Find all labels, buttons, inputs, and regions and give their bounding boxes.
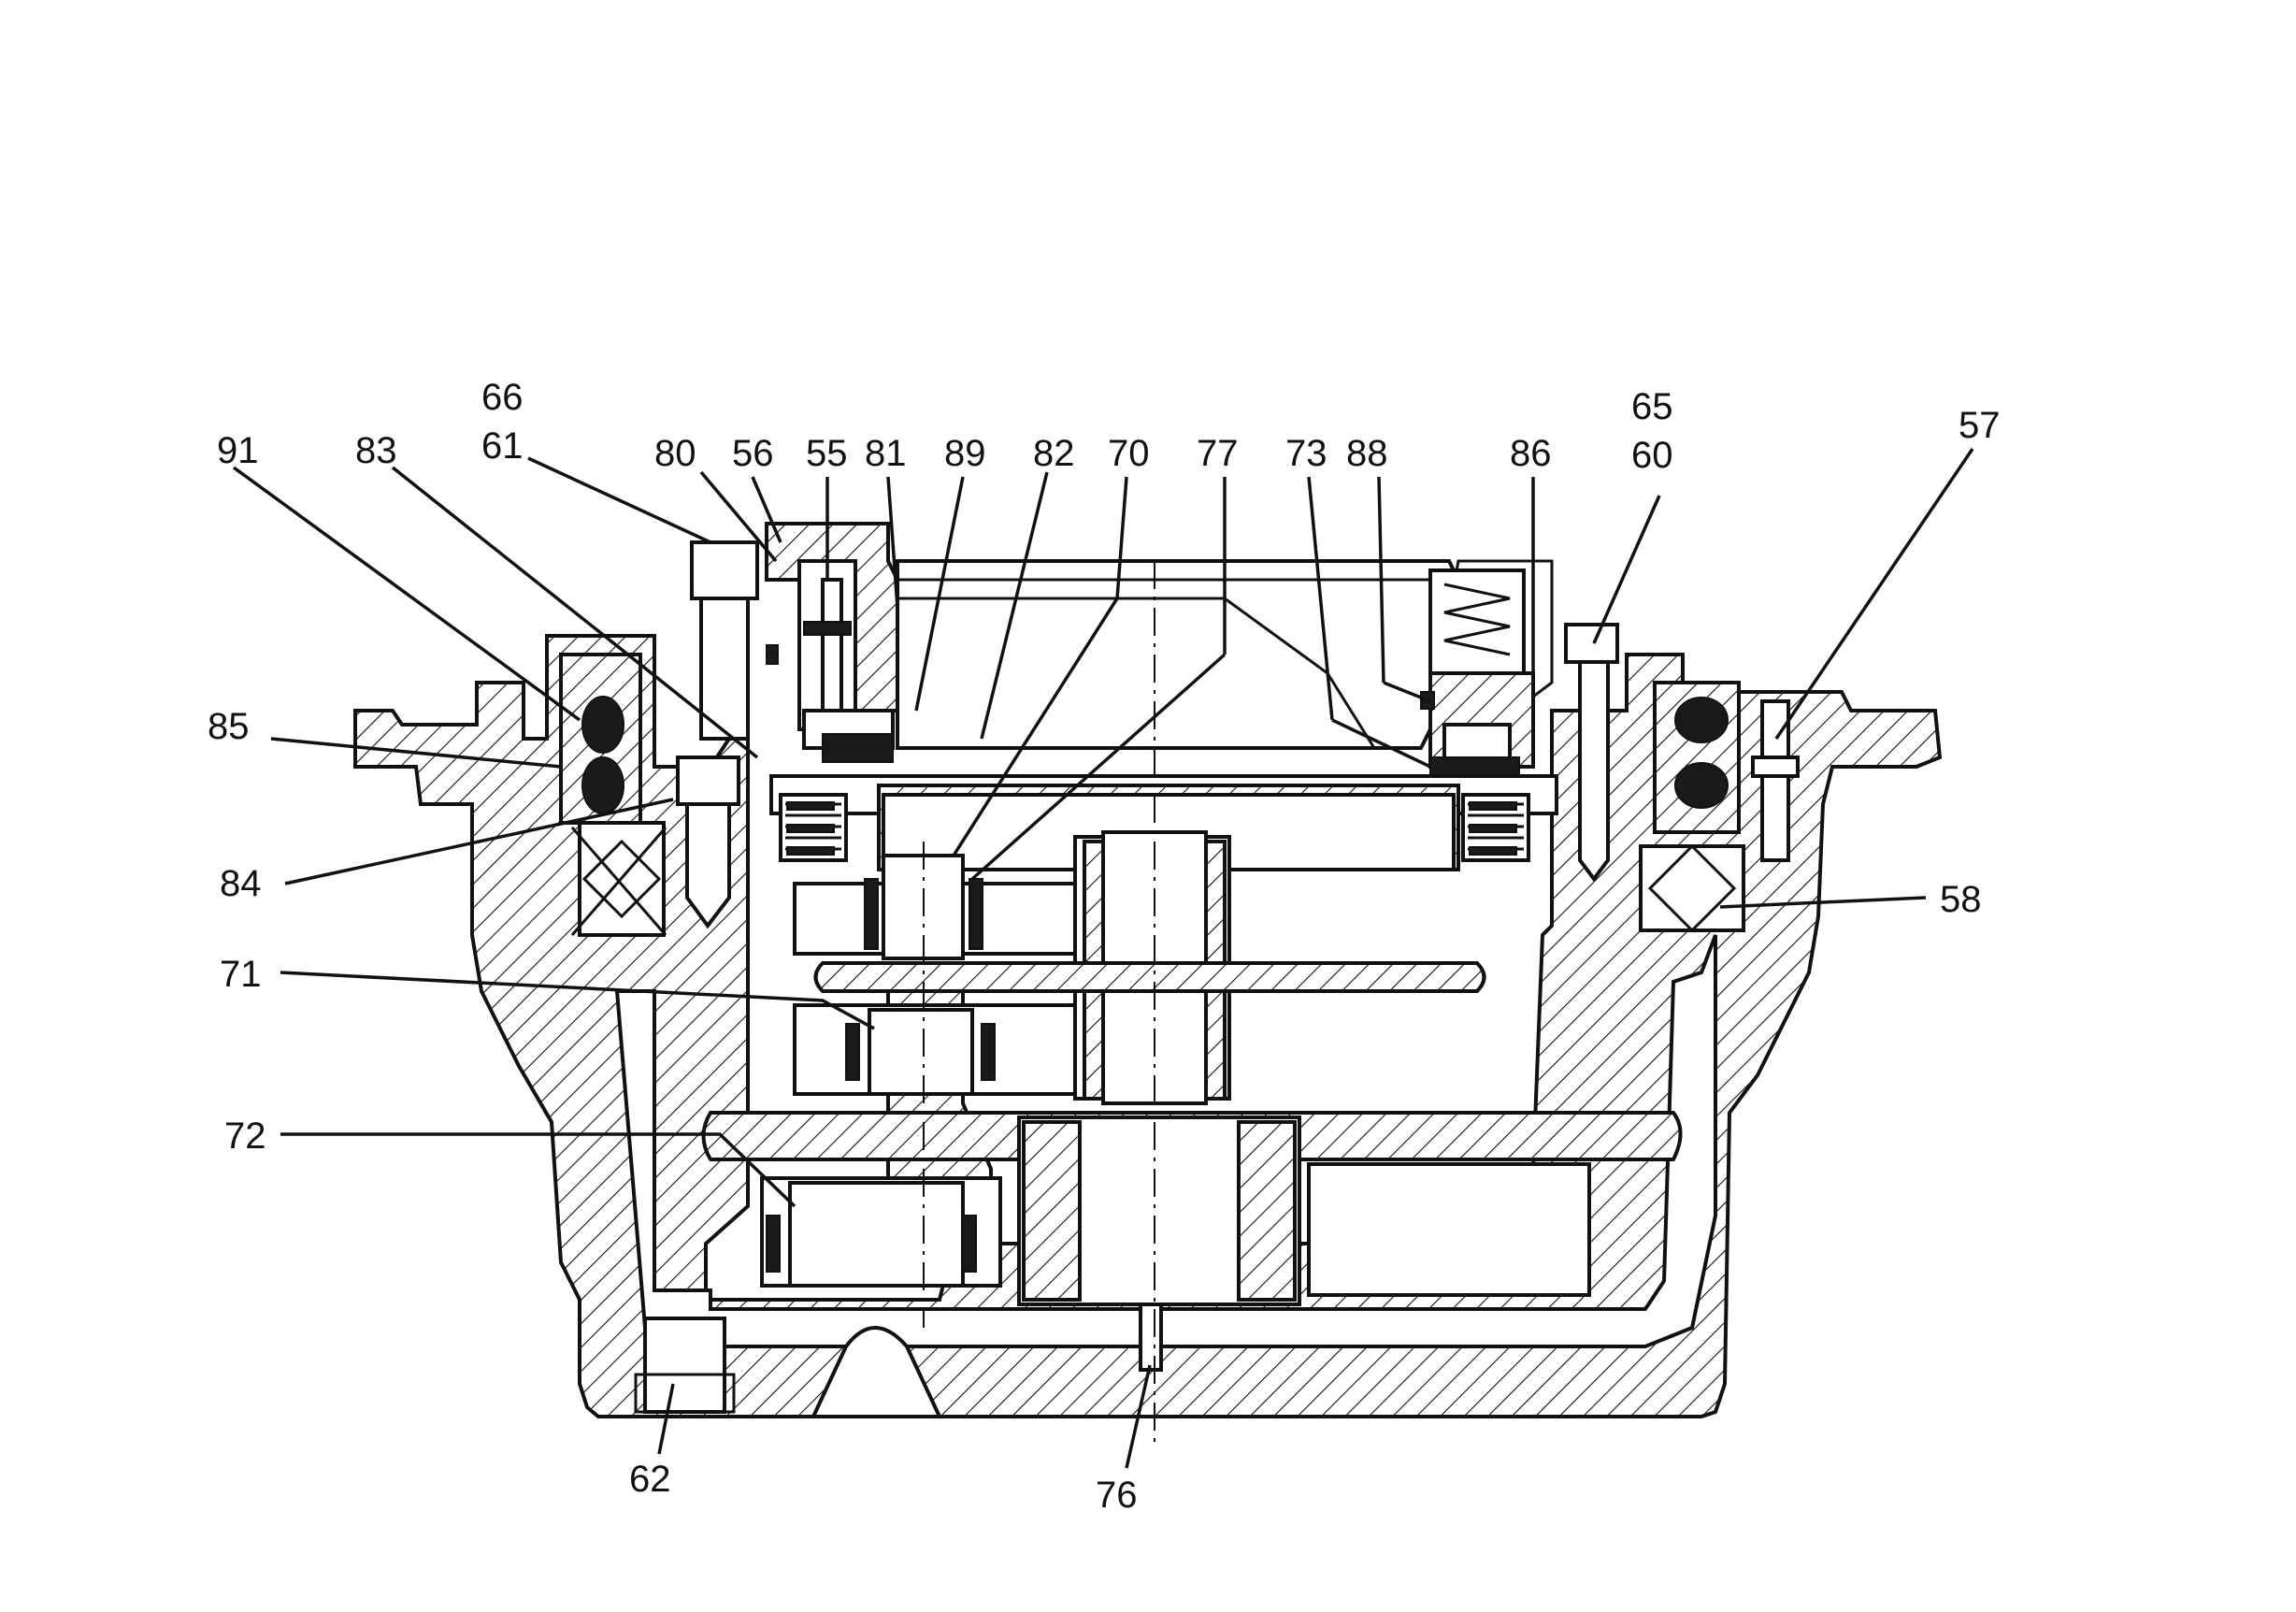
leader-58 — [1719, 896, 1927, 909]
label-77: 77 — [1197, 433, 1239, 474]
label-71: 71 — [220, 954, 262, 995]
label-55: 55 — [806, 433, 848, 474]
center-lines — [923, 561, 1155, 1449]
leader-84 — [284, 798, 674, 885]
label-61: 61 — [481, 425, 524, 467]
label-86: 86 — [1510, 433, 1552, 474]
upper-casing — [896, 559, 1554, 777]
label-81: 81 — [865, 433, 907, 474]
leader-65 — [1592, 495, 1661, 644]
leader-76 — [1125, 1364, 1152, 1469]
leader-80 — [699, 470, 778, 563]
leader-88b — [1383, 681, 1431, 703]
label-65: 65 — [1631, 386, 1673, 427]
label-66: 66 — [481, 377, 524, 418]
leader-62 — [657, 1383, 675, 1455]
clutch-region — [769, 623, 1800, 933]
label-88: 88 — [1346, 433, 1388, 474]
leader-89 — [914, 476, 965, 712]
label-60: 60 — [1631, 435, 1673, 476]
leader-70b — [952, 597, 1119, 856]
leader-88 — [1377, 476, 1385, 684]
leader-73b — [1331, 718, 1431, 769]
label-80: 80 — [654, 433, 696, 474]
leader-85 — [270, 737, 562, 769]
label-83: 83 — [355, 430, 397, 471]
label-82: 82 — [1033, 433, 1075, 474]
leader-83 — [391, 466, 759, 759]
leader-81 — [886, 476, 899, 609]
leader-70 — [1115, 476, 1128, 599]
label-57: 57 — [1959, 405, 2001, 446]
left-bearing-assembly — [559, 540, 759, 937]
leader-77b — [970, 653, 1227, 881]
label-58: 58 — [1940, 879, 1982, 920]
label-72: 72 — [224, 1115, 266, 1157]
top-valve-stack — [765, 522, 899, 763]
leader-66 — [527, 456, 711, 544]
label-76: 76 — [1096, 1475, 1138, 1516]
leader-73 — [1307, 476, 1334, 721]
leader-lines — [232, 448, 1974, 1469]
label-70: 70 — [1108, 433, 1150, 474]
leader-56 — [751, 476, 782, 543]
leader-71 — [280, 971, 875, 1030]
leader-57 — [1774, 448, 1974, 740]
label-62: 62 — [629, 1459, 671, 1500]
label-91: 91 — [217, 430, 259, 471]
leader-72 — [280, 1132, 796, 1208]
label-56: 56 — [732, 433, 774, 474]
label-84: 84 — [220, 863, 262, 904]
label-73: 73 — [1285, 433, 1327, 474]
leader-82 — [980, 471, 1049, 740]
part-labels: 91 83 66 61 80 56 55 81 89 82 70 77 73 8… — [208, 377, 2001, 1516]
label-85: 85 — [208, 706, 250, 747]
leader-91 — [232, 466, 581, 722]
label-89: 89 — [944, 433, 986, 474]
planetary-gears — [701, 830, 1683, 1306]
